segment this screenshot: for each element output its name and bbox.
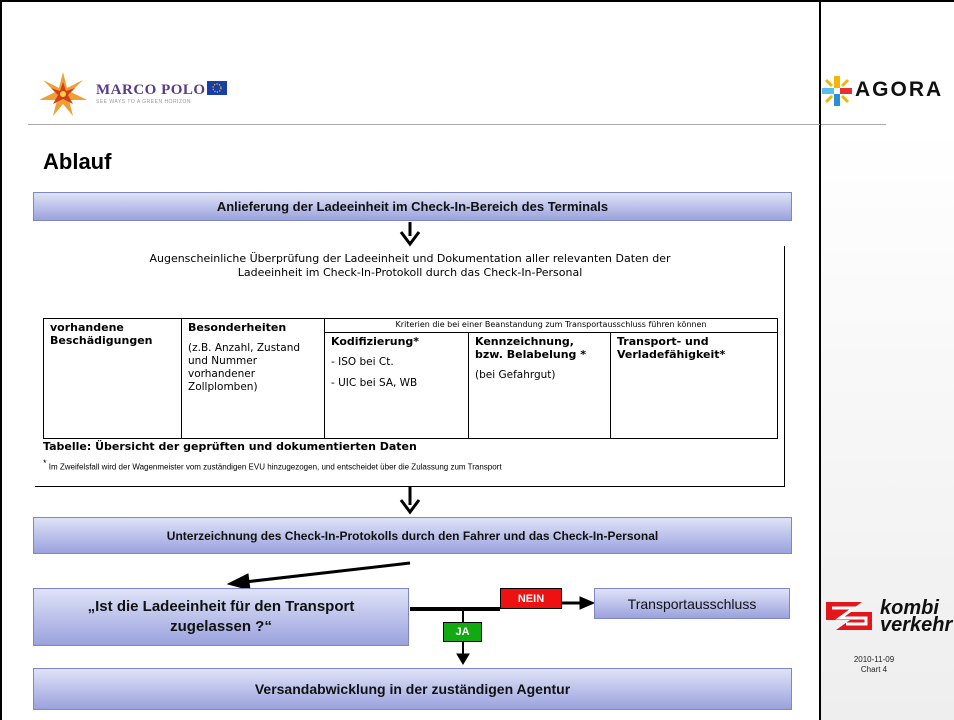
no-badge: NEIN — [500, 588, 562, 609]
step-dispatch-box: Versandabwicklung in der zuständigen Age… — [33, 668, 792, 710]
table-header-transport: Transport- und Verladefähigkeit* — [617, 335, 726, 361]
footnote: * Im Zweifelsfall wird der Wagenmeister … — [43, 458, 502, 472]
table-features-detail: (z.B. Anzahl, Zustand und Nummer vorhand… — [188, 342, 301, 393]
inspection-line-2: Ladeeinheit im Check-In-Protokoll durch … — [237, 266, 583, 279]
inspection-description: Augenscheinliche Überprüfung der Ladeein… — [60, 252, 760, 280]
table-cell-transport: Transport- und Verladefähigkeit* — [610, 332, 778, 439]
exclusion-text: Transportausschluss — [627, 595, 757, 612]
arrow-diagonal-shaft — [235, 561, 411, 585]
inspection-area — [35, 246, 785, 487]
table-labeling-detail: (bei Gefahrgut) — [475, 369, 556, 381]
arrow-yes-head — [456, 653, 470, 665]
arrow-down-2-head — [399, 499, 421, 515]
decision-line-2: zugelassen ?“ — [170, 618, 272, 635]
kombiverkehr-logo-line-2: verkehr — [880, 614, 953, 636]
table-coding-iso: - ISO bei Ct. — [331, 356, 394, 368]
slide-frame-top — [0, 0, 954, 2]
sidebar-header-divider — [821, 124, 886, 125]
table-caption: Tabelle: Übersicht der geprüften und dok… — [43, 440, 417, 453]
step-delivery-text: Anlieferung der Ladeeinheit im Check-In-… — [216, 199, 609, 214]
slide-footer-info: 2010-11-09 Chart 4 — [838, 655, 910, 675]
table-criteria-header: Kriterien die bei einer Beanstandung zum… — [324, 318, 778, 333]
arrow-down-1-head — [399, 231, 421, 247]
kombiverkehr-logo-icon — [826, 602, 872, 630]
slide-date: 2010-11-09 — [853, 655, 895, 664]
marco-polo-star-icon — [39, 72, 87, 116]
table-cell-features: Besonderheiten (z.B. Anzahl, Zustand und… — [181, 318, 325, 439]
decision-box: „Ist die Ladeeinheit für den Transport z… — [33, 588, 409, 646]
kombiverkehr-logo-line-1: kombi — [880, 597, 939, 619]
arrow-diagonal-head — [226, 573, 251, 591]
step-signature-text: Unterzeichnung des Check-In-Protokolls d… — [166, 528, 659, 543]
agora-logo-text: AGORA — [855, 78, 944, 101]
sidebar-divider — [819, 0, 821, 720]
slide-frame-left — [0, 0, 2, 720]
step-dispatch-text: Versandabwicklung in der zuständigen Age… — [254, 681, 571, 697]
table-header-features: Besonderheiten — [188, 321, 287, 334]
step-signature-box: Unterzeichnung des Check-In-Protokolls d… — [33, 517, 792, 554]
yes-badge: JA — [443, 622, 482, 642]
table-cell-coding: Kodifizierung* - ISO bei Ct. - UIC bei S… — [324, 332, 469, 439]
exclusion-box: Transportausschluss — [594, 588, 790, 619]
check-data-table: vorhandene Beschädigungen Besonderheiten… — [43, 318, 778, 439]
sidebar-panel — [821, 125, 954, 720]
marco-polo-logo-text: MARCO POLO — [96, 82, 206, 98]
footnote-marker: * — [43, 458, 47, 468]
table-cell-labeling: Kennzeichnung, bzw. Belabelung * (bei Ge… — [468, 332, 611, 439]
arrow-no-head — [579, 596, 596, 610]
table-header-damages: vorhandene Beschädigungen — [50, 321, 153, 347]
step-delivery-box: Anlieferung der Ladeeinheit im Check-In-… — [33, 192, 792, 221]
table-cell-damages: vorhandene Beschädigungen — [43, 318, 182, 439]
agora-logo-icon — [822, 76, 852, 106]
marco-polo-tagline: SEE WAYS TO A GREEN HORIZON — [96, 99, 191, 105]
table-coding-uic: - UIC bei SA, WB — [331, 377, 418, 389]
header-divider — [28, 124, 820, 125]
eu-flag-icon — [207, 81, 227, 95]
decision-line-1: „Ist die Ladeeinheit für den Transport — [87, 598, 355, 615]
inspection-line-1: Augenscheinliche Überprüfung der Ladeein… — [149, 252, 671, 265]
table-header-coding: Kodifizierung* — [331, 335, 420, 348]
slide-chart-number: Chart 4 — [860, 665, 888, 674]
slide-title: Ablauf — [43, 149, 112, 174]
footnote-text: Im Zweifelsfall wird der Wagenmeister vo… — [48, 462, 502, 472]
table-header-labeling: Kennzeichnung, bzw. Belabelung * — [475, 335, 587, 361]
